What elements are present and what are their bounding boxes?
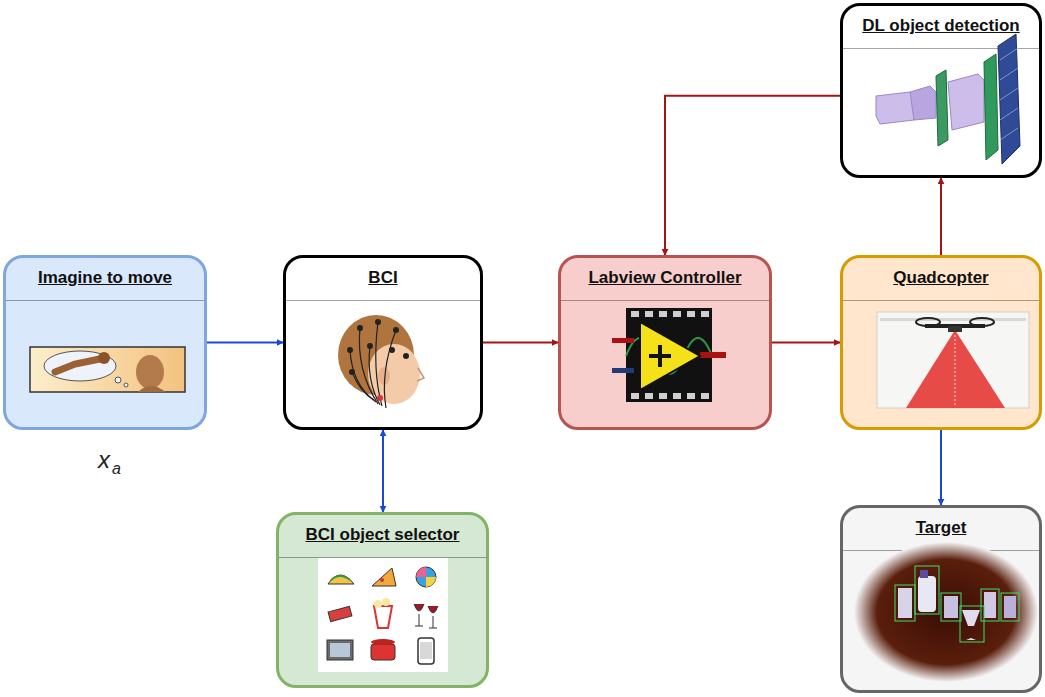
signal-subscript: a [112, 460, 121, 478]
node-title: DL object detection [843, 16, 1039, 36]
header-rule [286, 300, 480, 301]
header-rule [561, 300, 769, 301]
flow-arrow [940, 178, 942, 255]
node-title: BCI object selector [279, 525, 486, 545]
node-title: Imagine to move [6, 268, 204, 288]
flow-arrow [772, 342, 840, 344]
flow-arrow [483, 342, 558, 344]
quadcopter-illustration [877, 312, 1029, 408]
input-box: Imagine to move [3, 255, 207, 430]
node-title: Labview Controller [561, 268, 769, 288]
imagine-illustration [30, 347, 185, 392]
node-title: BCI [286, 268, 480, 288]
flow-arrow [940, 430, 942, 505]
header-rule [279, 557, 486, 558]
header-rule [6, 300, 204, 301]
flow-arrow [382, 430, 384, 512]
node-title: Target [843, 518, 1039, 538]
eeg-head-illustration [338, 315, 424, 408]
flow-arrow [207, 342, 283, 344]
target-scene-illustration [854, 542, 1038, 682]
node-title: Quadcopter [843, 268, 1039, 288]
header-rule [843, 300, 1039, 301]
neural-network-illustration [876, 34, 1020, 164]
object-grid-illustration [318, 558, 448, 672]
labview-icon [612, 308, 726, 402]
signal-label: x [98, 446, 110, 474]
flow-arrow [665, 96, 840, 255]
